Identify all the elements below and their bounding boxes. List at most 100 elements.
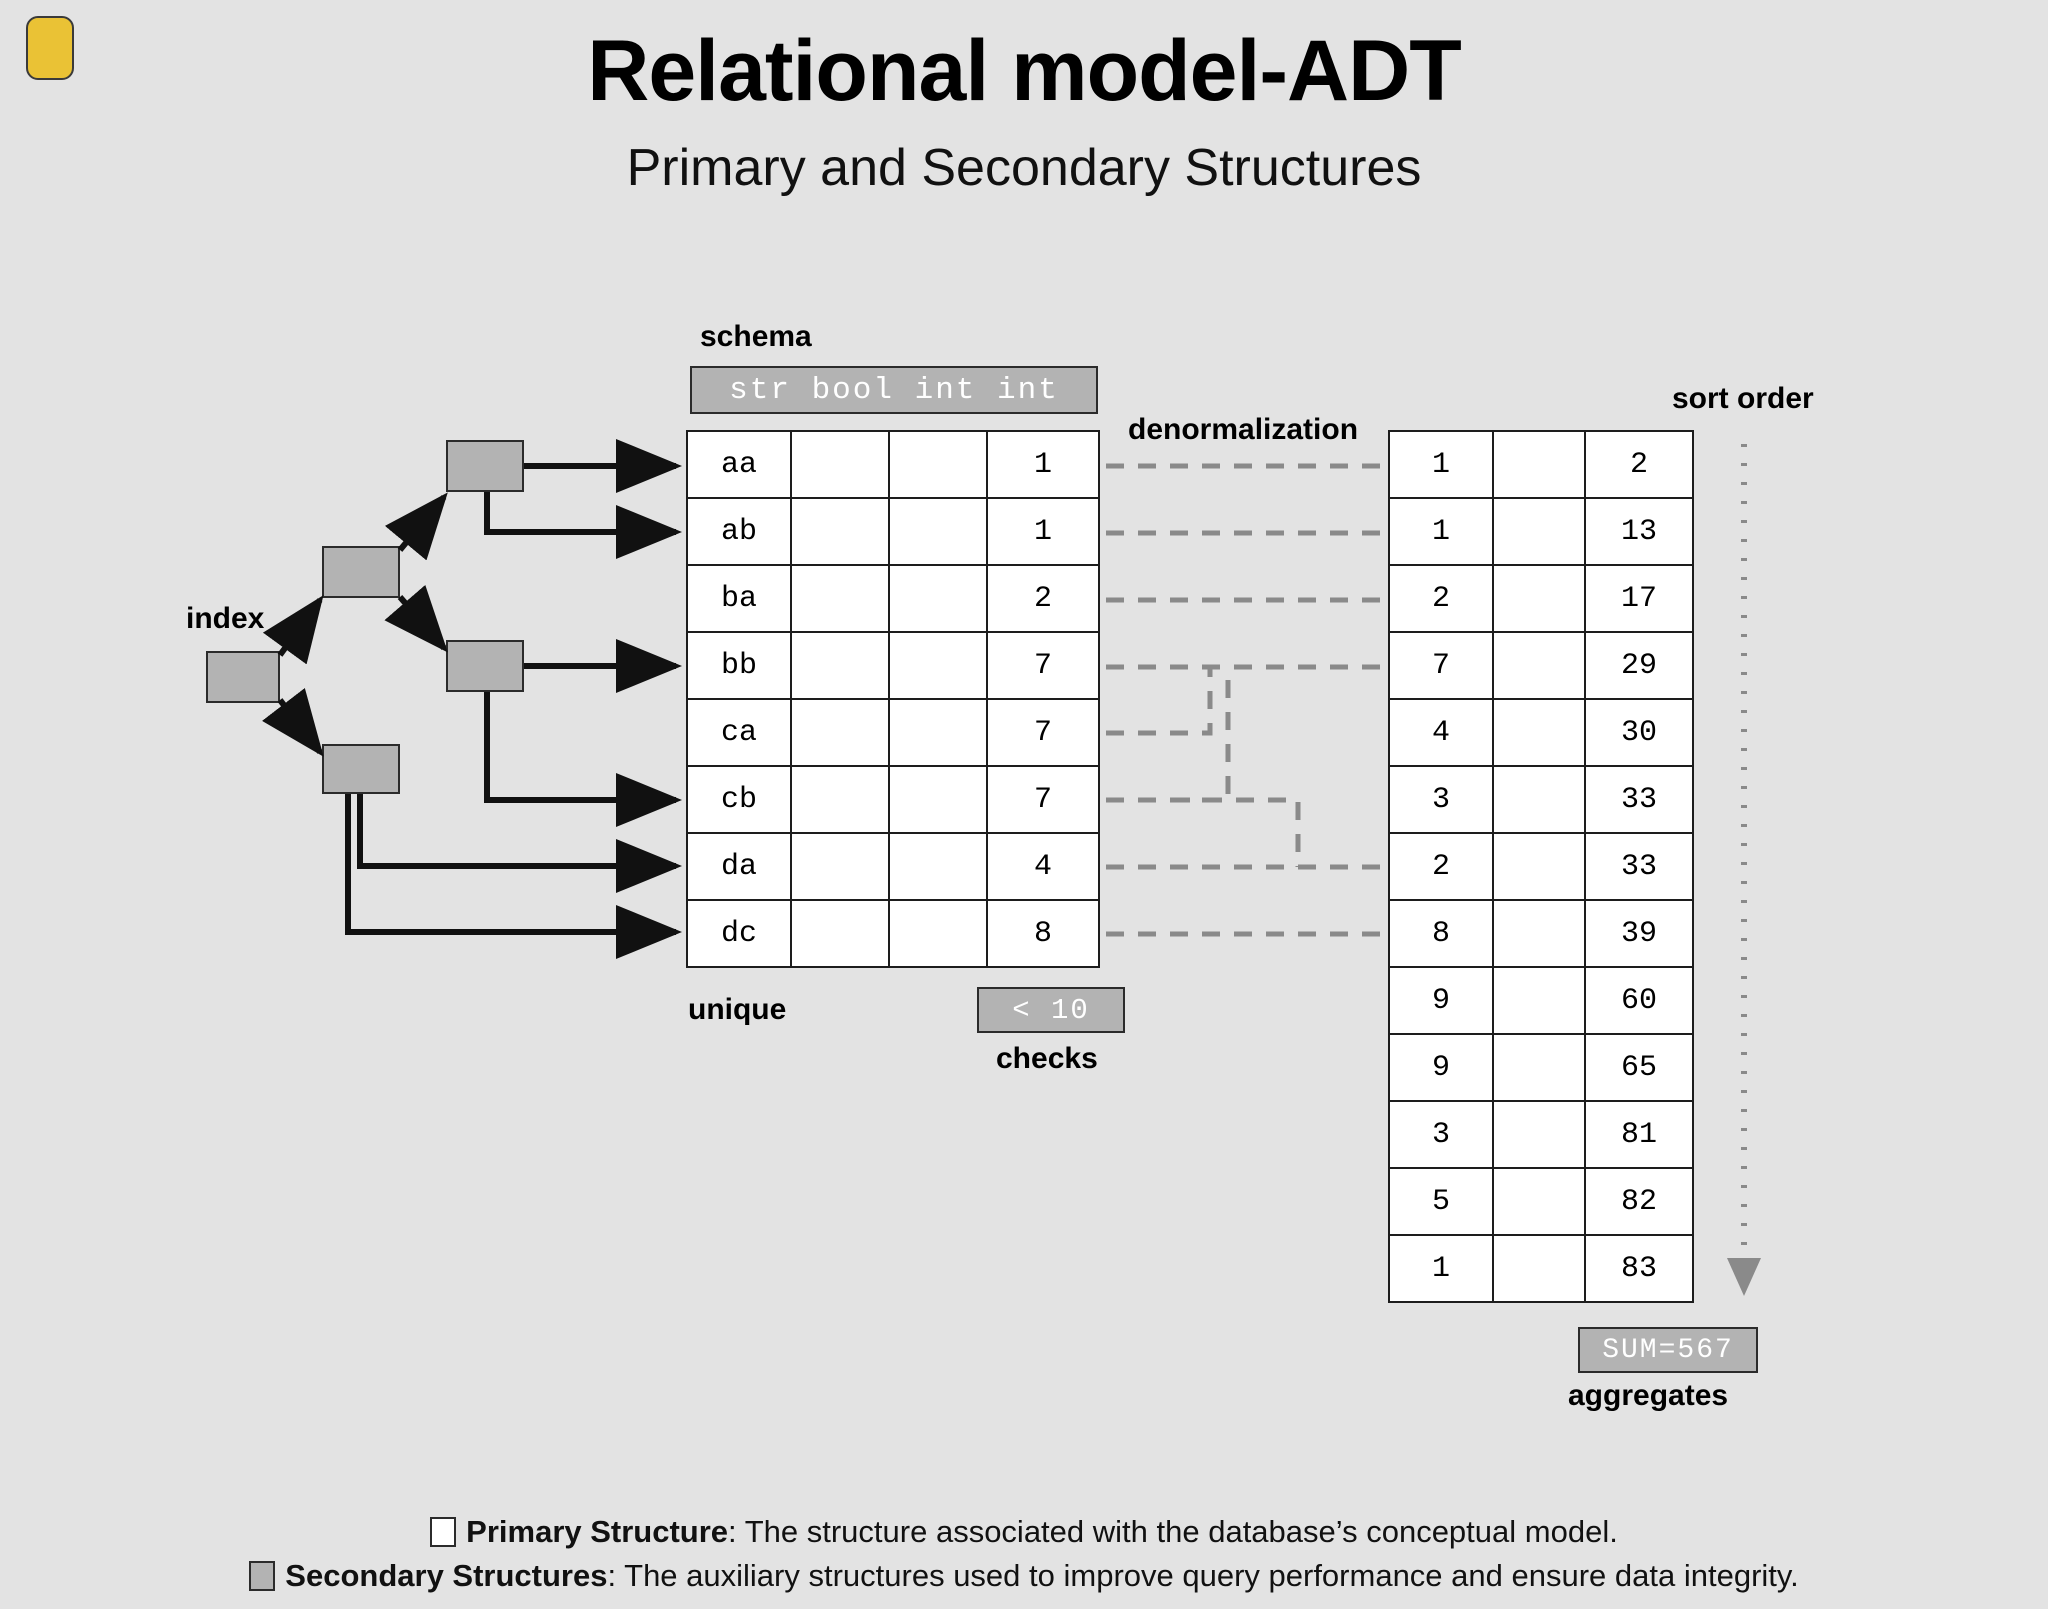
table-row: aa 1 (686, 430, 1100, 499)
label-checks: checks (996, 1042, 1098, 1075)
index-leaf-pointers (345, 439, 682, 959)
page-title: Relational model-ADT (587, 23, 1462, 119)
table-row: 4 30 (1388, 698, 1694, 767)
table-cell: aa (686, 430, 792, 499)
label-index: index (186, 602, 265, 635)
table-cell: 2 (1388, 832, 1494, 901)
page-subtitle: Primary and Secondary Structures (626, 139, 1422, 197)
index-tree-leaf-1 (446, 440, 524, 492)
primary-structure-swatch (430, 1517, 457, 1547)
table-cell (888, 765, 988, 834)
legend: Primary Structure: The structure associa… (0, 1510, 2048, 1598)
table-cell: 60 (1584, 966, 1694, 1035)
check-constraint-chip: < 10 (977, 987, 1125, 1033)
table-cell: 17 (1584, 564, 1694, 633)
table-cell (790, 832, 890, 901)
table-cell: 7 (986, 631, 1100, 700)
table-cell: 3 (1388, 765, 1494, 834)
legend-secondary-term: Secondary Structures (285, 1558, 608, 1594)
table-cell (888, 832, 988, 901)
table-cell: 3 (1388, 1100, 1494, 1169)
table-cell (1492, 631, 1586, 700)
table-cell: 2 (1388, 564, 1494, 633)
index-tree-leaf-2 (446, 640, 524, 692)
table-cell: 83 (1584, 1234, 1694, 1303)
table-cell: 4 (1388, 698, 1494, 767)
table-cell (790, 631, 890, 700)
table-cell: 13 (1584, 497, 1694, 566)
denormalization-links (1106, 463, 1382, 937)
table-cell (888, 430, 988, 499)
table-cell: 81 (1584, 1100, 1694, 1169)
table-cell (888, 698, 988, 767)
table-cell: 39 (1584, 899, 1694, 968)
legend-row-secondary: Secondary Structures: The auxiliary stru… (0, 1554, 2048, 1598)
table-cell (1492, 899, 1586, 968)
table-cell (790, 564, 890, 633)
table-cell: 5 (1388, 1167, 1494, 1236)
table-cell (1492, 564, 1586, 633)
table-cell: 2 (986, 564, 1100, 633)
table-row: da 4 (686, 832, 1100, 901)
table-cell: 7 (1388, 631, 1494, 700)
table-cell: 65 (1584, 1033, 1694, 1102)
table-cell (1492, 966, 1586, 1035)
table-cell: 7 (986, 765, 1100, 834)
table-cell (888, 564, 988, 633)
label-unique: unique (688, 993, 787, 1026)
table-cell (790, 899, 890, 968)
table-cell (1492, 1234, 1586, 1303)
table-cell: ca (686, 698, 792, 767)
table-cell: 1 (986, 430, 1100, 499)
table-cell: 30 (1584, 698, 1694, 767)
table-row: 3 81 (1388, 1100, 1694, 1169)
table-cell: da (686, 832, 792, 901)
label-denormalization: denormalization (1128, 413, 1359, 446)
label-schema: schema (700, 320, 812, 353)
index-tree-root-node (206, 651, 280, 703)
table-cell: 2 (1584, 430, 1694, 499)
table-cell: 9 (1388, 966, 1494, 1035)
table-cell: 82 (1584, 1167, 1694, 1236)
label-sort-order: sort order (1672, 382, 1814, 415)
legend-row-primary: Primary Structure: The structure associa… (0, 1510, 2048, 1554)
table-cell (1492, 765, 1586, 834)
table-cell (790, 430, 890, 499)
slide-corner-badge (26, 16, 74, 80)
table-row: ba 2 (686, 564, 1100, 633)
table-cell (790, 698, 890, 767)
table-cell: ba (686, 564, 792, 633)
table-row: 9 60 (1388, 966, 1694, 1035)
table-cell (1492, 698, 1586, 767)
table-cell (1492, 430, 1586, 499)
table-cell: 33 (1584, 765, 1694, 834)
table-cell (1492, 1100, 1586, 1169)
table-row: 1 83 (1388, 1234, 1694, 1303)
table-cell (1492, 497, 1586, 566)
table-cell: dc (686, 899, 792, 968)
table-cell (1492, 832, 1586, 901)
table-row: 5 82 (1388, 1167, 1694, 1236)
table-cell: ab (686, 497, 792, 566)
table-cell: 1 (1388, 430, 1494, 499)
table-cell: cb (686, 765, 792, 834)
table-cell (1492, 1033, 1586, 1102)
table-cell (1492, 1167, 1586, 1236)
table-cell (888, 631, 988, 700)
table-cell: 1 (1388, 1234, 1494, 1303)
index-tree-edges (262, 492, 448, 757)
table-cell: 8 (1388, 899, 1494, 968)
index-tree-node-internal-2 (322, 744, 400, 794)
table-cell (790, 765, 890, 834)
aggregate-sum-chip: SUM=567 (1578, 1327, 1758, 1373)
table-cell: 4 (986, 832, 1100, 901)
